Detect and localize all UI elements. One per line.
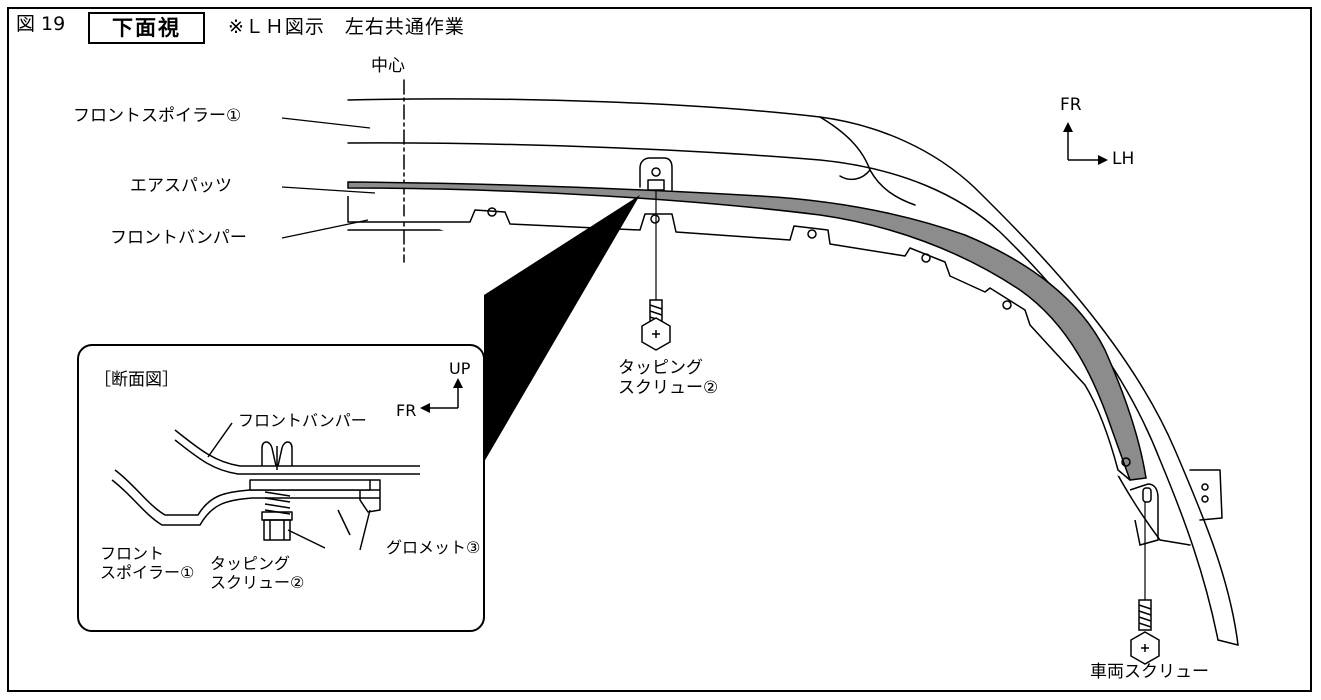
figure-number: 図 19 (16, 13, 66, 35)
inset-up-label: UP (449, 359, 471, 378)
vehicle-screw-icon (1130, 599, 1160, 665)
figure-note: ※ＬＨ図示 左右共通作業 (228, 16, 465, 38)
detail-callout-wedge (484, 195, 640, 462)
inset-title: ［断面図］ (94, 370, 179, 390)
inset-front-bumper-label: フロントバンパー (238, 411, 367, 430)
inset-front-spoiler-label: フロント スポイラー① (100, 544, 195, 583)
vehicle-screw-label: 車両スクリュー (1090, 662, 1209, 682)
direction-lh-label: LH (1112, 149, 1135, 169)
figure-frame (7, 7, 1312, 692)
inset-fr-label: FR (396, 401, 417, 420)
direction-fr-label: FR (1060, 95, 1082, 115)
inset-tapping-screw-label: タッピング スクリュー② (210, 554, 305, 593)
mount-bracket (639, 157, 673, 191)
air-spats-label: エアスパッツ (130, 176, 232, 196)
front-spoiler-shape (347, 98, 1239, 646)
front-spoiler-label: フロントスポイラー① (73, 106, 242, 126)
tapping-screw-icon (641, 299, 671, 351)
direction-arrows (1067, 130, 1100, 161)
air-spats-shape (347, 181, 1147, 481)
tapping-screw-label: タッピング スクリュー② (618, 358, 719, 399)
vehicle-bracket (1129, 483, 1159, 546)
view-label-box: 下面視 (88, 12, 205, 44)
inset-grommet-label: グロメット③ (386, 538, 481, 557)
front-bumper-label: フロントバンパー (110, 228, 247, 248)
center-label: 中心 (371, 56, 405, 76)
